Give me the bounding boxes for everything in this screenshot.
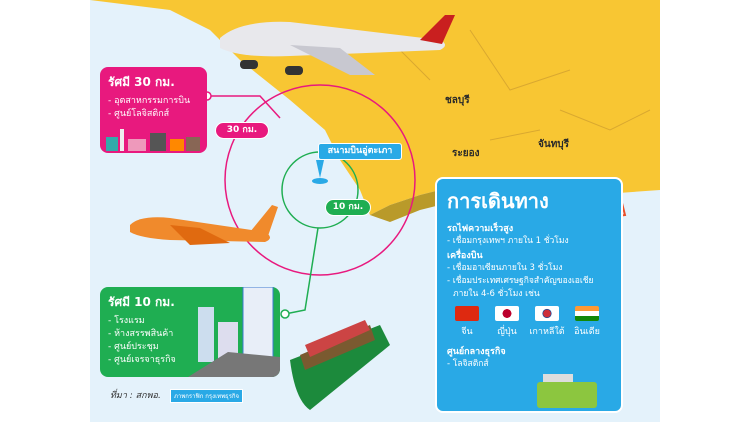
country-japan: ญี่ปุ่น <box>487 306 527 338</box>
map-label-chonburi: ชลบุรี <box>445 95 470 106</box>
credit-logo: ภาพกราฟิก กรุงเทพธุรกิจ <box>170 389 244 403</box>
radius-10-title: รัศมี 10 กม. <box>108 295 175 309</box>
country-label: ญี่ปุ่น <box>497 327 517 337</box>
china-flag-icon <box>455 306 479 321</box>
industry-illustration <box>106 129 200 151</box>
airport-pin <box>312 178 328 184</box>
airplane-left-icon <box>130 205 278 245</box>
radius-10-box: รัศมี 10 กม. - โรงแรม - ห้างสรรพสินค้า -… <box>100 287 280 377</box>
infographic: ชลบุรี จันทบุรี ระยอง สนามบินอู่ตะเภา 30… <box>90 0 660 422</box>
korea-flag-icon <box>535 306 559 321</box>
radius-10-item: - โรงแรม <box>108 316 145 326</box>
country-china: จีน <box>447 306 487 338</box>
radius-30-item: - ศูนย์โลจิสติกส์ <box>108 109 170 119</box>
plane-heading: เครื่องบิน <box>447 251 483 261</box>
radius-10-pill: 10 กม. <box>325 199 371 216</box>
train-item: - เชื่อมกรุงเทพฯ ภายใน 1 ชั่วโมง <box>447 236 569 246</box>
radius-30-circle <box>224 84 416 276</box>
plane-item: - เชื่อมอาเซียนภายใน 3 ชั่วโมง <box>447 263 563 273</box>
country-label: เกาหลีใต้ <box>529 327 565 337</box>
radius-10-item: - ศูนย์ประชุม <box>108 342 159 352</box>
country-label: อินเดีย <box>574 327 600 337</box>
radius-30-box: รัศมี 30 กม. - อุตสาหกรรมการบิน - ศูนย์โ… <box>100 67 207 153</box>
japan-flag-icon <box>495 306 519 321</box>
map-label-rayong: ระยอง <box>452 148 480 159</box>
radius-30-pill: 30 กม. <box>215 122 269 139</box>
basket-icon <box>537 374 597 408</box>
business-item: - โลจิสติกส์ <box>447 359 489 369</box>
radius-10-item: - ห้างสรรพสินค้า <box>108 329 174 339</box>
plane-item: ภายใน 4-6 ชั่วโมง เช่น <box>453 289 540 299</box>
radius-30-title: รัศมี 30 กม. <box>108 75 175 89</box>
plane-item: - เชื่อมประเทศเศรษฐกิจสำคัญของเอเชีย <box>447 276 594 286</box>
source-text: ที่มา : สกพอ. <box>110 391 161 401</box>
airport-label: สนามบินอู่ตะเภา <box>318 143 402 160</box>
airplane-top-icon <box>220 15 455 75</box>
city-illustration <box>188 287 280 377</box>
business-heading: ศูนย์กลางธุรกิจ <box>447 347 506 357</box>
country-korea: เกาหลีใต้ <box>527 306 567 338</box>
country-label: จีน <box>461 327 473 337</box>
cargo-ship-icon <box>290 320 390 410</box>
map-label-chanthaburi: จันทบุรี <box>538 139 570 150</box>
travel-title: การเดินทาง <box>447 189 549 213</box>
train-heading: รถไฟความเร็วสูง <box>447 224 514 234</box>
india-flag-icon <box>575 306 599 321</box>
country-india: อินเดีย <box>567 306 607 338</box>
radius-30-item: - อุตสาหกรรมการบิน <box>108 96 191 106</box>
travel-box: การเดินทาง รถไฟความเร็วสูง - เชื่อมกรุงเ… <box>435 177 623 413</box>
radius-10-item: - ศูนย์เจรจาธุรกิจ <box>108 355 176 365</box>
